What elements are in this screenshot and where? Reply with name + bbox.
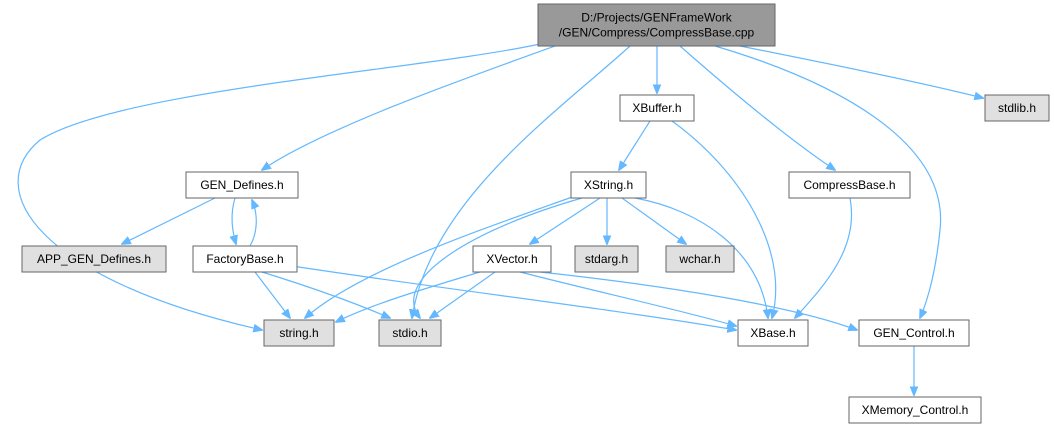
node-stdio-label: stdio.h <box>392 326 427 340</box>
node-stdarg-label: stdarg.h <box>585 252 628 266</box>
edge-xstring-to-wchar <box>621 197 686 244</box>
node-xmemory-control[interactable]: XMemory_Control.h <box>848 396 982 424</box>
edge-compressbase-to-xbase <box>795 197 853 318</box>
node-xbase[interactable]: XBase.h <box>737 319 809 347</box>
edge-gen-defines-to-app-gen-defines <box>122 197 216 244</box>
node-wchar-label: wchar.h <box>678 252 720 266</box>
node-factorybase-label: FactoryBase.h <box>206 252 283 266</box>
edge-xvector-to-xbase <box>519 271 736 326</box>
node-wchar[interactable]: wchar.h <box>665 245 735 273</box>
node-xbuffer-label: XBuffer.h <box>632 101 681 115</box>
edges-layer <box>17 43 983 395</box>
node-stdlib-label: stdlib.h <box>998 101 1036 115</box>
edge-factorybase-to-gen-defines <box>249 200 256 247</box>
node-app-gen-defines-label: APP_GEN_Defines.h <box>37 252 151 266</box>
node-stdlib[interactable]: stdlib.h <box>984 94 1050 122</box>
edge-root-to-gen-defines <box>262 45 556 170</box>
edge-root-to-gen-control <box>714 45 942 318</box>
node-string-label: string.h <box>279 326 318 340</box>
node-xstring[interactable]: XString.h <box>570 171 647 199</box>
node-xstring-label: XString.h <box>584 178 633 192</box>
node-xmemory-control-label: XMemory_Control.h <box>862 403 969 417</box>
node-xbuffer[interactable]: XBuffer.h <box>619 94 695 122</box>
node-compressbase-label: CompressBase.h <box>803 178 895 192</box>
node-gen-control[interactable]: GEN_Control.h <box>858 319 970 347</box>
node-xvector-label: XVector.h <box>486 252 537 266</box>
node-root[interactable]: D:/Projects/GENFrameWork/GEN/Compress/Co… <box>537 3 776 47</box>
node-root-label-1: D:/Projects/GENFrameWork <box>581 11 732 25</box>
node-compressbase[interactable]: CompressBase.h <box>788 171 911 199</box>
node-app-gen-defines[interactable]: APP_GEN_Defines.h <box>21 245 167 273</box>
edge-xstring-to-xvector <box>530 197 601 244</box>
node-root-label-2: /GEN/Compress/CompressBase.cpp <box>559 26 755 40</box>
node-factorybase[interactable]: FactoryBase.h <box>192 245 298 273</box>
node-gen-defines-label: GEN_Defines.h <box>200 178 283 192</box>
edge-factorybase-to-string <box>254 271 290 318</box>
edge-xvector-to-string <box>336 271 481 322</box>
edge-root-to-stdlib <box>739 45 983 98</box>
edge-gen-defines-to-factorybase <box>232 197 236 244</box>
node-string[interactable]: string.h <box>263 319 335 347</box>
edge-factorybase-to-xbase <box>291 265 736 330</box>
node-stdarg[interactable]: stdarg.h <box>574 245 639 273</box>
node-gen-defines[interactable]: GEN_Defines.h <box>185 171 299 199</box>
node-gen-control-label: GEN_Control.h <box>873 326 954 340</box>
nodes-layer: D:/Projects/GENFrameWork/GEN/Compress/Co… <box>21 3 1050 424</box>
node-xvector[interactable]: XVector.h <box>472 245 552 273</box>
edge-xbuffer-to-xbase <box>671 120 776 318</box>
edge-root-to-stdio <box>412 45 631 318</box>
edge-factorybase-to-stdio <box>261 271 390 318</box>
edge-xstring-to-stdio <box>414 197 583 318</box>
edge-root-to-compressbase <box>679 45 835 170</box>
edge-xstring-to-string <box>305 195 576 318</box>
edge-xbuffer-to-xstring <box>619 120 651 170</box>
edge-xstring-to-xbase <box>634 197 768 318</box>
node-xbase-label: XBase.h <box>750 326 795 340</box>
node-stdio[interactable]: stdio.h <box>378 319 442 347</box>
edge-xvector-to-stdio <box>430 271 496 318</box>
edge-xvector-to-gen-control <box>539 271 857 330</box>
